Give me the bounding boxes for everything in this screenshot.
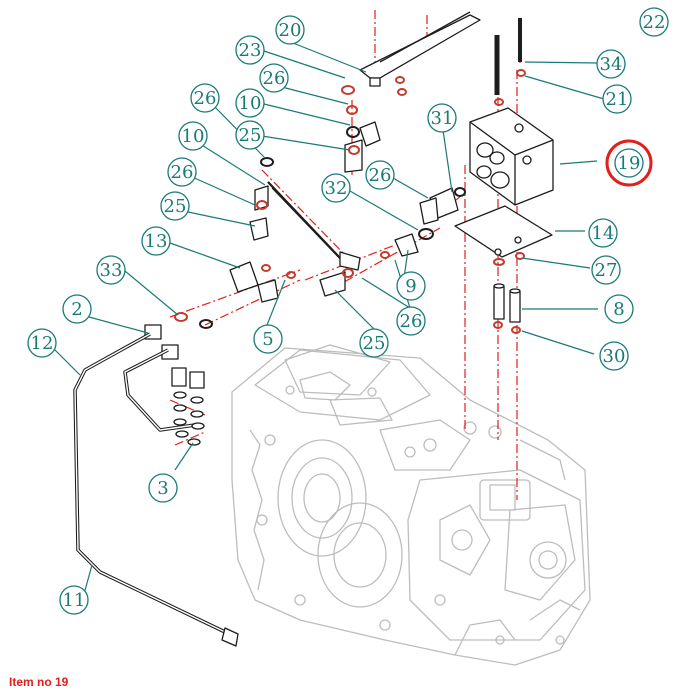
callout-10-left: 10	[178, 121, 208, 151]
callout-2: 2	[62, 294, 92, 324]
svg-text:11: 11	[63, 590, 86, 611]
svg-text:26: 26	[263, 68, 286, 89]
svg-text:31: 31	[431, 108, 454, 129]
callout-25-bottom: 25	[359, 328, 389, 358]
svg-text:34: 34	[600, 54, 623, 75]
callout-34: 34	[596, 49, 626, 79]
highlight-ring-19	[605, 139, 653, 187]
callout-21: 21	[602, 84, 632, 114]
svg-text:10: 10	[182, 126, 205, 147]
callout-22: 22	[639, 7, 669, 37]
callouts: 20 23 26 10 25 26 10 26 25 13 33 2 12 3 …	[27, 7, 669, 615]
svg-text:33: 33	[100, 260, 123, 281]
callout-13: 13	[141, 226, 171, 256]
svg-text:32: 32	[325, 178, 348, 199]
tube-12	[123, 348, 196, 432]
callout-9: 9	[396, 271, 426, 301]
svg-text:26: 26	[194, 88, 217, 109]
svg-text:2: 2	[71, 299, 82, 320]
svg-text:26: 26	[400, 311, 423, 332]
svg-text:26: 26	[171, 162, 194, 183]
sealing-rings	[174, 69, 526, 334]
callout-12: 12	[27, 328, 57, 358]
svg-text:30: 30	[603, 346, 626, 367]
exploded-parts-diagram: 20 23 26 10 25 26 10 26 25 13 33 2 12 3 …	[27, 7, 669, 666]
svg-text:3: 3	[157, 478, 168, 499]
svg-text:26: 26	[369, 165, 392, 186]
svg-text:27: 27	[595, 260, 618, 281]
callout-5: 5	[253, 324, 283, 354]
svg-text:19: 19	[618, 153, 641, 174]
callout-19: 19	[614, 148, 644, 178]
callout-27: 27	[591, 255, 621, 285]
callout-26-top: 26	[259, 63, 289, 93]
svg-text:14: 14	[592, 223, 615, 244]
callout-23: 23	[235, 35, 265, 65]
callout-10-top: 10	[235, 88, 265, 118]
svg-text:8: 8	[613, 299, 624, 320]
item-caption: Item no 19	[9, 675, 69, 689]
svg-text:5: 5	[262, 329, 273, 350]
callout-25-top: 25	[235, 120, 265, 150]
svg-text:13: 13	[145, 231, 168, 252]
svg-text:20: 20	[279, 20, 302, 41]
callout-31: 31	[427, 103, 457, 133]
callout-32: 32	[321, 173, 351, 203]
top-bracket-rail	[359, 14, 481, 79]
transmission-housing	[231, 344, 591, 666]
callout-26-right: 26	[365, 160, 395, 190]
svg-text:22: 22	[643, 12, 666, 33]
svg-text:9: 9	[405, 276, 416, 297]
svg-text:10: 10	[239, 93, 262, 114]
gasket-plate-14	[454, 205, 553, 258]
callout-20: 20	[275, 15, 305, 45]
callout-33: 33	[96, 255, 126, 285]
callout-14: 14	[588, 218, 618, 248]
callout-26-mid: 26	[167, 157, 197, 187]
svg-text:21: 21	[606, 89, 629, 110]
svg-text:23: 23	[239, 40, 262, 61]
svg-text:12: 12	[31, 333, 54, 354]
callout-26-bottom: 26	[396, 306, 426, 336]
callout-11: 11	[59, 585, 89, 615]
callout-26-left: 26	[190, 83, 220, 113]
callout-25-mid: 25	[160, 191, 190, 221]
svg-text:25: 25	[164, 196, 187, 217]
callout-3: 3	[148, 473, 178, 503]
svg-text:25: 25	[363, 333, 386, 354]
svg-text:25: 25	[239, 125, 262, 146]
mechanical-parts	[73, 11, 554, 647]
callout-30: 30	[599, 341, 629, 371]
leader-lines	[47, 42, 605, 595]
callout-8: 8	[604, 294, 634, 324]
